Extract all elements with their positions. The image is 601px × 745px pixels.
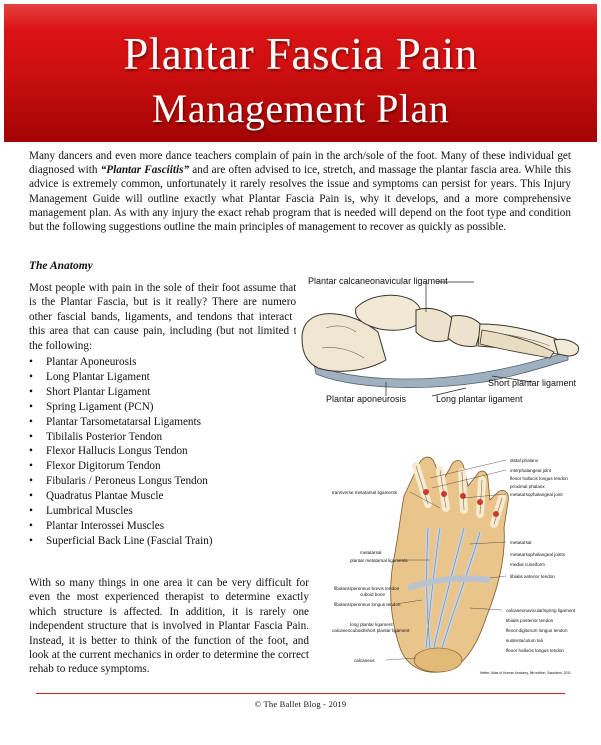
foot-sole-illustration: transverse metatarsal ligaments metatars… <box>330 448 596 680</box>
title-line-1: Plantar Fascia Pain <box>123 29 478 79</box>
figure-credit: Netter, Atlas of Human Anatomy, 5th edit… <box>480 671 571 675</box>
label-short-plantar: Short plantar ligament <box>488 378 577 388</box>
sole-label: calcaneocuboid/short plantar ligament <box>332 628 410 633</box>
closing-paragraph: With so many things in one area it can b… <box>29 577 309 676</box>
sole-label: cuboid bone <box>360 592 385 597</box>
sole-label: flexor digitorum longus tendon <box>506 628 568 633</box>
list-item: Flexor Digitorum Tendon <box>29 459 213 474</box>
list-item: Plantar Aponeurosis <box>29 355 213 370</box>
sole-label: distal phalanx <box>510 458 539 463</box>
list-item: Fibularis / Peroneus Longus Tendon <box>29 474 213 489</box>
intro-text-1: Many dancers and even more dance teacher… <box>29 150 571 177</box>
sole-label: long plantar ligament <box>350 622 393 627</box>
list-item: Short Plantar Ligament <box>29 385 213 400</box>
footer-rule <box>36 693 565 694</box>
sole-label: proximal phalanx <box>510 484 545 489</box>
sole-label: calcaneus <box>354 658 375 663</box>
anatomy-heading: The Anatomy <box>29 260 93 272</box>
intro-emphasis: “Plantar Fasciitis” <box>100 164 190 177</box>
sole-label: metatarsal <box>510 540 531 545</box>
sole-label: interphalangeal joint <box>510 468 552 473</box>
sole-label: transverse metatarsal ligaments <box>332 490 398 495</box>
title-banner: Plantar Fascia Pain Management Plan <box>4 4 597 142</box>
intro-text-2: and are often advised to ice, stretch, a… <box>29 164 571 234</box>
sole-label: tibialis posterior tendon <box>506 618 554 623</box>
sole-label: sustentaculum tali <box>506 638 543 643</box>
title-line-2: Management Plan <box>151 86 450 131</box>
structure-list: Plantar Aponeurosis Long Plantar Ligamen… <box>29 355 213 549</box>
list-item: Long Plantar Ligament <box>29 370 213 385</box>
foot-side-illustration: Plantar calcaneonavicular ligament Short… <box>296 268 586 412</box>
label-long-plantar: Long plantar ligament <box>436 394 523 404</box>
sole-label: metatarsal <box>360 550 381 555</box>
sole-label: fibularis/peroneus longus tendon <box>334 602 401 607</box>
footer-copyright: © The Ballet Blog - 2019 <box>254 699 347 709</box>
sole-label: metatarsophalangeal joint <box>510 492 563 497</box>
list-item: Lumbrical Muscles <box>29 504 213 519</box>
anatomy-paragraph: Most people with pain in the sole of the… <box>29 282 306 352</box>
sole-label: flexor hallucis longus tendon <box>510 476 568 481</box>
sole-label: flexor hallucis longus tendon <box>506 648 564 653</box>
list-item: Superficial Back Line (Fascial Train) <box>29 534 213 549</box>
sole-label: medial cuneiform <box>510 562 545 567</box>
sole-label: tibialis anterior tendon <box>510 574 555 579</box>
label-plantar-calcaneonavicular: Plantar calcaneonavicular ligament <box>308 276 448 286</box>
banner-sheen <box>4 4 597 30</box>
list-item: Plantar Interossei Muscles <box>29 519 213 534</box>
sole-label: metatarsophalangeal joints <box>510 552 566 557</box>
list-item: Plantar Tarsometatarsal Ligaments <box>29 415 213 430</box>
sole-label: plantar metatarsal ligaments <box>350 558 408 563</box>
list-item: Flexor Hallucis Longus Tendon <box>29 444 213 459</box>
list-item: Quadratus Plantae Muscle <box>29 489 213 504</box>
sole-label: calcaneonavicular/spring ligament <box>506 608 576 613</box>
intro-paragraph: Many dancers and even more dance teacher… <box>29 149 571 234</box>
list-item: Tibilalis Posterior Tendon <box>29 430 213 445</box>
list-item: Spring Ligament (PCN) <box>29 400 213 415</box>
sole-label: fibularis/peroneus brevis tendon <box>334 586 400 591</box>
label-plantar-aponeurosis: Plantar aponeurosis <box>326 394 407 404</box>
